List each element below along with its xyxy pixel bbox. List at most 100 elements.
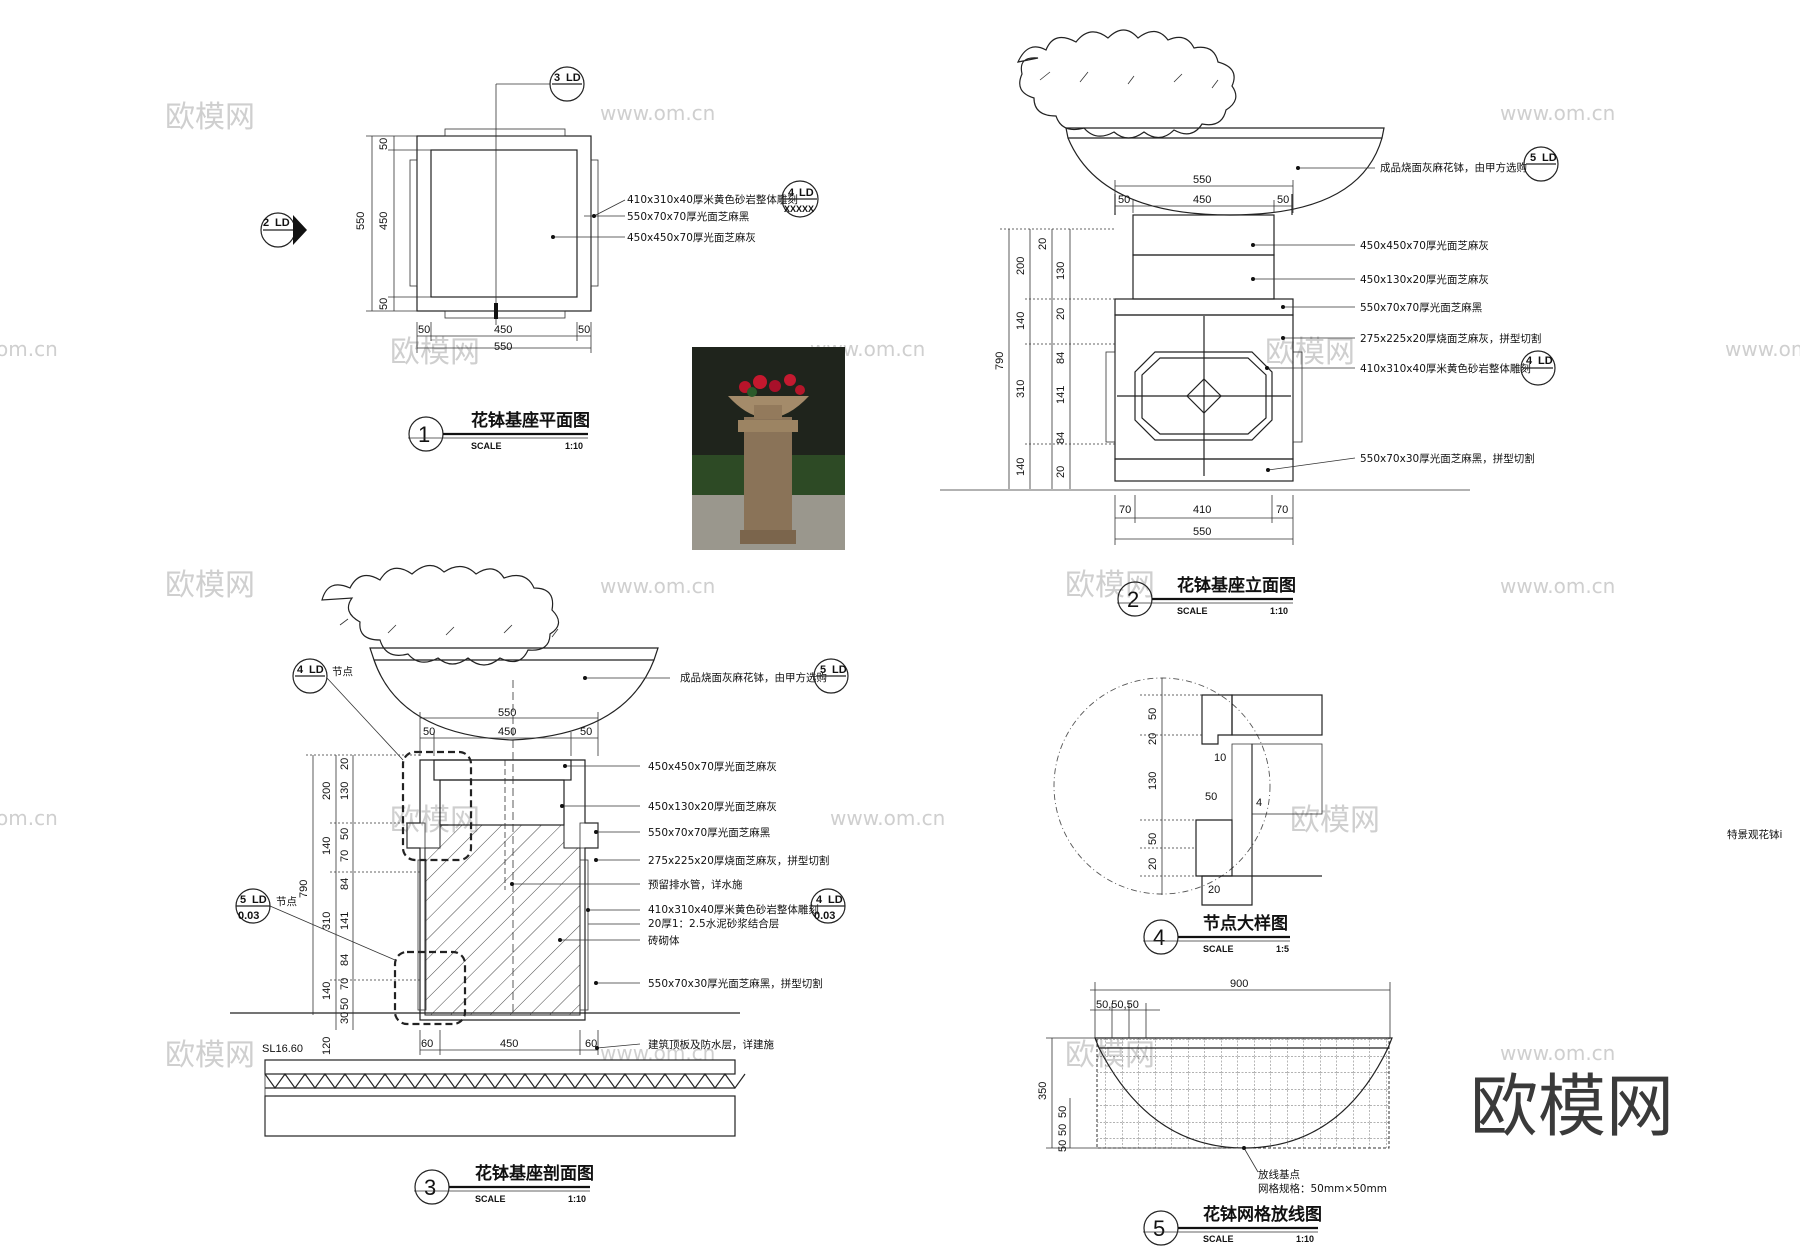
svg-text:50: 50 <box>1277 194 1289 206</box>
svg-text:LD: LD <box>828 894 843 906</box>
section-drawing: SL16.60 790 200 140 310 140 120 30 20 13… <box>230 564 849 1205</box>
side-note: 特景观花钵i <box>1727 828 1782 841</box>
ref-tag-4-003[interactable]: 4 LD 0.03 <box>810 888 846 924</box>
svg-text:50: 50 <box>1147 833 1159 845</box>
watermarks: 欧模网 www.om.cn www.om.cn om.cn 欧模网 www.om… <box>0 100 1800 1147</box>
svg-text:LD: LD <box>799 187 814 199</box>
plan-dim-450-h: 450 <box>494 324 512 336</box>
svg-text:LD: LD <box>309 664 324 676</box>
svg-text:4: 4 <box>816 894 823 906</box>
svg-text:20: 20 <box>1147 733 1159 745</box>
watermark-url: www.om.cn <box>1500 1041 1615 1065</box>
svg-text:200: 200 <box>1015 257 1027 275</box>
grid-layout-drawing: 900 50,50,50 350 50 50 50 放线基点 网格规格：50mm… <box>1037 978 1393 1246</box>
svg-text:建筑顶板及防水层，详建施: 建筑顶板及防水层，详建施 <box>648 1038 774 1051</box>
svg-text:130: 130 <box>339 782 351 800</box>
svg-text:60: 60 <box>421 1038 433 1050</box>
svg-text:4: 4 <box>297 664 304 676</box>
ref-tag-5[interactable]: 5 LD <box>813 658 849 694</box>
svg-text:70: 70 <box>1276 504 1288 516</box>
svg-text:SCALE: SCALE <box>471 441 502 451</box>
svg-text:140: 140 <box>1015 312 1027 330</box>
svg-text:节点: 节点 <box>332 666 353 678</box>
svg-text:120: 120 <box>321 1037 333 1055</box>
node-detail-drawing: 50 20 130 50 20 10 50 20 4 4 节点大样图 SCALE… <box>1053 677 1323 955</box>
svg-text:成品烧面灰麻花钵，由甲方选购: 成品烧面灰麻花钵，由甲方选购 <box>680 671 827 684</box>
svg-text:1:10: 1:10 <box>565 441 583 451</box>
svg-text:LD: LD <box>832 664 847 676</box>
title-grid: 花钵网格放线图 <box>1203 1204 1322 1225</box>
corner-logo: 欧模网 <box>1470 1068 1674 1147</box>
svg-text:20: 20 <box>1055 466 1067 478</box>
svg-text:5: 5 <box>1153 1216 1165 1241</box>
svg-text:20厚1：2.5水泥砂浆结合层: 20厚1：2.5水泥砂浆结合层 <box>648 917 779 930</box>
svg-text:4: 4 <box>1256 797 1262 809</box>
svg-text:50: 50 <box>423 726 435 738</box>
svg-text:SCALE: SCALE <box>1177 606 1208 616</box>
plan-dim-50-h: 50 <box>418 324 430 336</box>
watermark-url: www.om.cn <box>1725 337 1800 361</box>
svg-text:4: 4 <box>1526 355 1533 367</box>
svg-text:450x130x20厚光面芝麻灰: 450x130x20厚光面芝麻灰 <box>1360 273 1489 286</box>
svg-text:节点: 节点 <box>276 896 297 908</box>
svg-text:50: 50 <box>580 726 592 738</box>
svg-text:130: 130 <box>1055 262 1067 280</box>
svg-text:4: 4 <box>788 187 795 199</box>
svg-text:30: 30 <box>339 1012 351 1024</box>
svg-text:5: 5 <box>1530 152 1536 164</box>
svg-text:410x310x40厚米黄色砂岩整体雕刻: 410x310x40厚米黄色砂岩整体雕刻 <box>648 903 819 916</box>
svg-text:50: 50 <box>1147 708 1159 720</box>
svg-text:20: 20 <box>1037 238 1049 250</box>
plan-dim-550-v: 550 <box>355 212 367 230</box>
ref-tag-4-node[interactable]: 4 LD 节点 <box>292 658 404 761</box>
watermark-brand: 欧模网 <box>1065 568 1155 603</box>
svg-text:网格规格：50mm×50mm: 网格规格：50mm×50mm <box>1258 1182 1387 1195</box>
svg-text:3: 3 <box>554 72 560 84</box>
ref-tag-5[interactable]: 5 LD <box>1523 146 1559 182</box>
svg-text:350: 350 <box>1037 1082 1049 1100</box>
svg-text:84: 84 <box>1055 432 1067 444</box>
plan-note-1: 410x310x40厚米黄色砂岩整体雕刻 <box>627 193 798 206</box>
svg-text:5: 5 <box>240 894 246 906</box>
svg-text:550x70x70厚光面芝麻黑: 550x70x70厚光面芝麻黑 <box>1360 301 1482 314</box>
title-section: 花钵基座剖面图 <box>475 1163 594 1184</box>
plan-dim-50-v: 50 <box>378 138 390 150</box>
svg-text:450: 450 <box>500 1038 518 1050</box>
watermark-url-edge: om.cn <box>0 337 58 361</box>
ref-tag-4[interactable]: 4 LD XXXXX <box>781 180 819 218</box>
watermark-url: www.om.cn <box>1500 101 1615 125</box>
svg-text:450x450x70厚光面芝麻灰: 450x450x70厚光面芝麻灰 <box>1360 239 1489 252</box>
svg-text:84: 84 <box>339 954 351 966</box>
watermark-url: www.om.cn <box>600 101 715 125</box>
svg-text:4: 4 <box>1153 925 1165 950</box>
svg-text:SCALE: SCALE <box>1203 1234 1234 1244</box>
title-block-4: 4 节点大样图 SCALE 1:5 <box>1143 913 1290 955</box>
svg-text:410: 410 <box>1193 504 1211 516</box>
svg-text:275x225x20厚烧面芝麻灰，拼型切割: 275x225x20厚烧面芝麻灰，拼型切割 <box>648 854 829 867</box>
svg-text:310: 310 <box>321 912 333 930</box>
plan-note-2: 550x70x70厚光面芝麻黑 <box>627 210 749 223</box>
svg-text:550: 550 <box>1193 526 1211 538</box>
ref-tag-3[interactable]: 3 LD <box>549 66 585 102</box>
svg-text:20: 20 <box>1208 884 1220 896</box>
svg-text:140: 140 <box>321 982 333 1000</box>
svg-text:50: 50 <box>339 828 351 840</box>
svg-text:550: 550 <box>498 707 516 719</box>
svg-text:2: 2 <box>263 217 269 229</box>
title-node-detail: 节点大样图 <box>1203 913 1288 934</box>
ref-tag-4[interactable]: 4 LD <box>1520 350 1556 386</box>
svg-text:0.03: 0.03 <box>814 910 835 922</box>
ref-tag-2[interactable]: 2 LD <box>260 212 307 248</box>
title-block-5: 5 花钵网格放线图 SCALE 1:10 <box>1143 1204 1322 1246</box>
svg-text:140: 140 <box>321 837 333 855</box>
svg-text:550x70x70厚光面芝麻黑: 550x70x70厚光面芝麻黑 <box>648 826 770 839</box>
watermark-brand: 欧模网 <box>165 1038 255 1073</box>
svg-text:1:10: 1:10 <box>1296 1234 1314 1244</box>
elevation-drawing: 790 200 140 310 140 20 130 20 84 141 84 … <box>940 29 1559 617</box>
svg-text:60: 60 <box>585 1038 597 1050</box>
svg-text:成品烧面灰麻花钵，由甲方选购: 成品烧面灰麻花钵，由甲方选购 <box>1380 161 1527 174</box>
watermark-url: www.om.cn <box>1500 574 1615 598</box>
ref-tag-5-node[interactable]: 5 LD 0.03 节点 <box>235 888 396 961</box>
svg-text:141: 141 <box>1055 386 1067 404</box>
svg-text:XXXXX: XXXXX <box>784 204 814 214</box>
